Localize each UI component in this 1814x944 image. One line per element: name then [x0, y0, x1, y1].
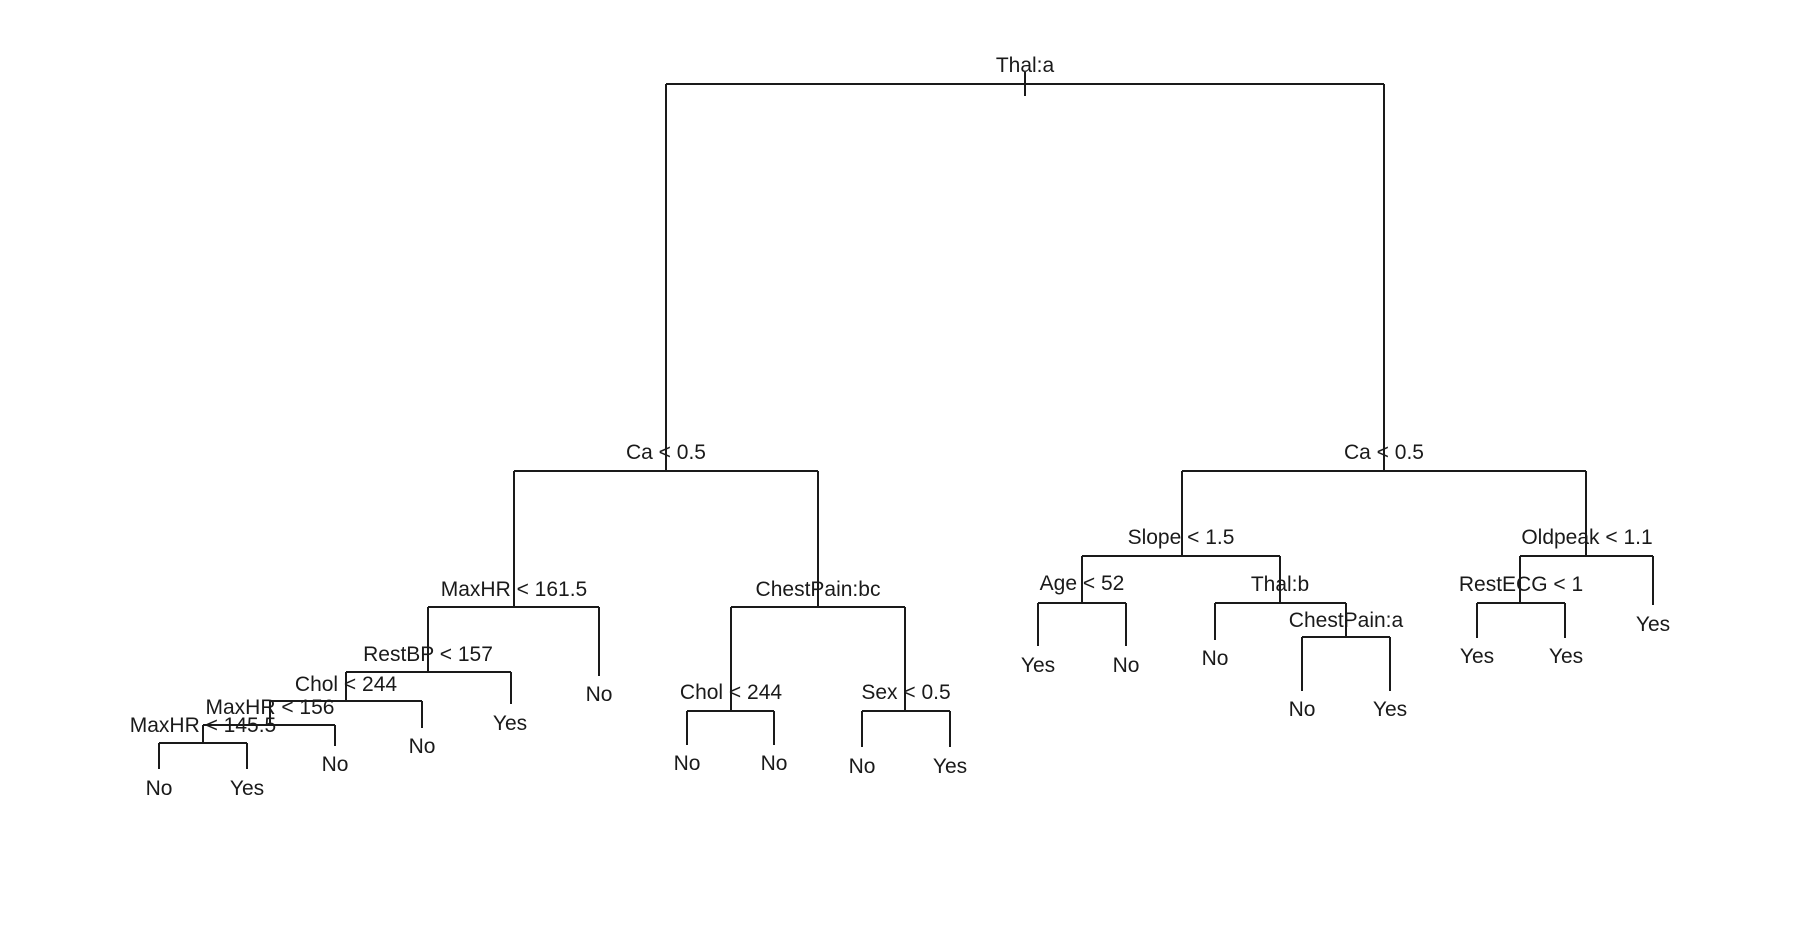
leaf-label: No [146, 777, 173, 800]
node-label: Thal:a [996, 54, 1055, 77]
leaf-label: No [322, 753, 349, 776]
tree-node-ca-right: Ca < 0.5 [1181, 441, 1587, 556]
tree-leaves: No Yes No No Yes No No No No Yes Yes No … [146, 613, 1671, 800]
leaf-label: No [1113, 654, 1140, 677]
node-label: Chol < 244 [680, 681, 782, 704]
leaf-label: No [1202, 647, 1229, 670]
tree-node-age: Age < 52 [1037, 572, 1127, 646]
leaf-label: No [849, 755, 876, 778]
node-label: Ca < 0.5 [1344, 441, 1424, 464]
tree-node-thal-a: Thal:a [665, 54, 1385, 471]
node-label: ChestPain:a [1289, 609, 1404, 632]
tree-node-restecg: RestECG < 1 [1459, 573, 1583, 638]
tree-node-maxhr-161: MaxHR < 161.5 [427, 578, 600, 676]
node-label: RestECG < 1 [1459, 573, 1583, 596]
tree-node-chol-mid: Chol < 244 [680, 681, 782, 745]
tree-node-maxhr-145: MaxHR < 145.5 [130, 714, 277, 769]
tree-node-restbp: RestBP < 157 [345, 643, 512, 704]
leaf-label: Yes [1636, 613, 1670, 636]
node-label: Oldpeak < 1.1 [1521, 526, 1652, 549]
tree-node-slope: Slope < 1.5 [1081, 526, 1281, 603]
leaf-label: No [1289, 698, 1316, 721]
node-label: Thal:b [1251, 573, 1309, 596]
tree-node-maxhr-156: MaxHR < 156 [202, 696, 336, 746]
node-label: MaxHR < 156 [206, 696, 335, 719]
node-label: Slope < 1.5 [1128, 526, 1235, 549]
leaf-label: Yes [1549, 645, 1583, 668]
tree-node-sex: Sex < 0.5 [861, 681, 951, 747]
tree-node-chestpain-a: ChestPain:a [1289, 609, 1404, 691]
tree-node-thal-b: Thal:b [1214, 573, 1347, 640]
leaf-label: Yes [933, 755, 967, 778]
node-label: Ca < 0.5 [626, 441, 706, 464]
leaf-label: Yes [493, 712, 527, 735]
leaf-label: Yes [1460, 645, 1494, 668]
leaf-label: No [761, 752, 788, 775]
leaf-label: No [586, 683, 613, 706]
leaf-label: Yes [230, 777, 264, 800]
node-label: RestBP < 157 [363, 643, 493, 666]
node-label: Age < 52 [1040, 572, 1125, 595]
node-label: MaxHR < 145.5 [130, 714, 277, 737]
tree-node-oldpeak: Oldpeak < 1.1 [1519, 526, 1654, 605]
leaf-label: Yes [1021, 654, 1055, 677]
leaf-label: No [409, 735, 436, 758]
node-label: Chol < 244 [295, 673, 397, 696]
node-label: ChestPain:bc [756, 578, 881, 601]
leaf-label: No [674, 752, 701, 775]
leaf-label: Yes [1373, 698, 1407, 721]
node-label: MaxHR < 161.5 [441, 578, 588, 601]
tree-node-ca-left: Ca < 0.5 [513, 441, 819, 607]
node-label: Sex < 0.5 [861, 681, 950, 704]
tree-node-chol-left: Chol < 244 [269, 673, 423, 728]
tree-node-chestpain-bc: ChestPain:bc [730, 578, 906, 711]
